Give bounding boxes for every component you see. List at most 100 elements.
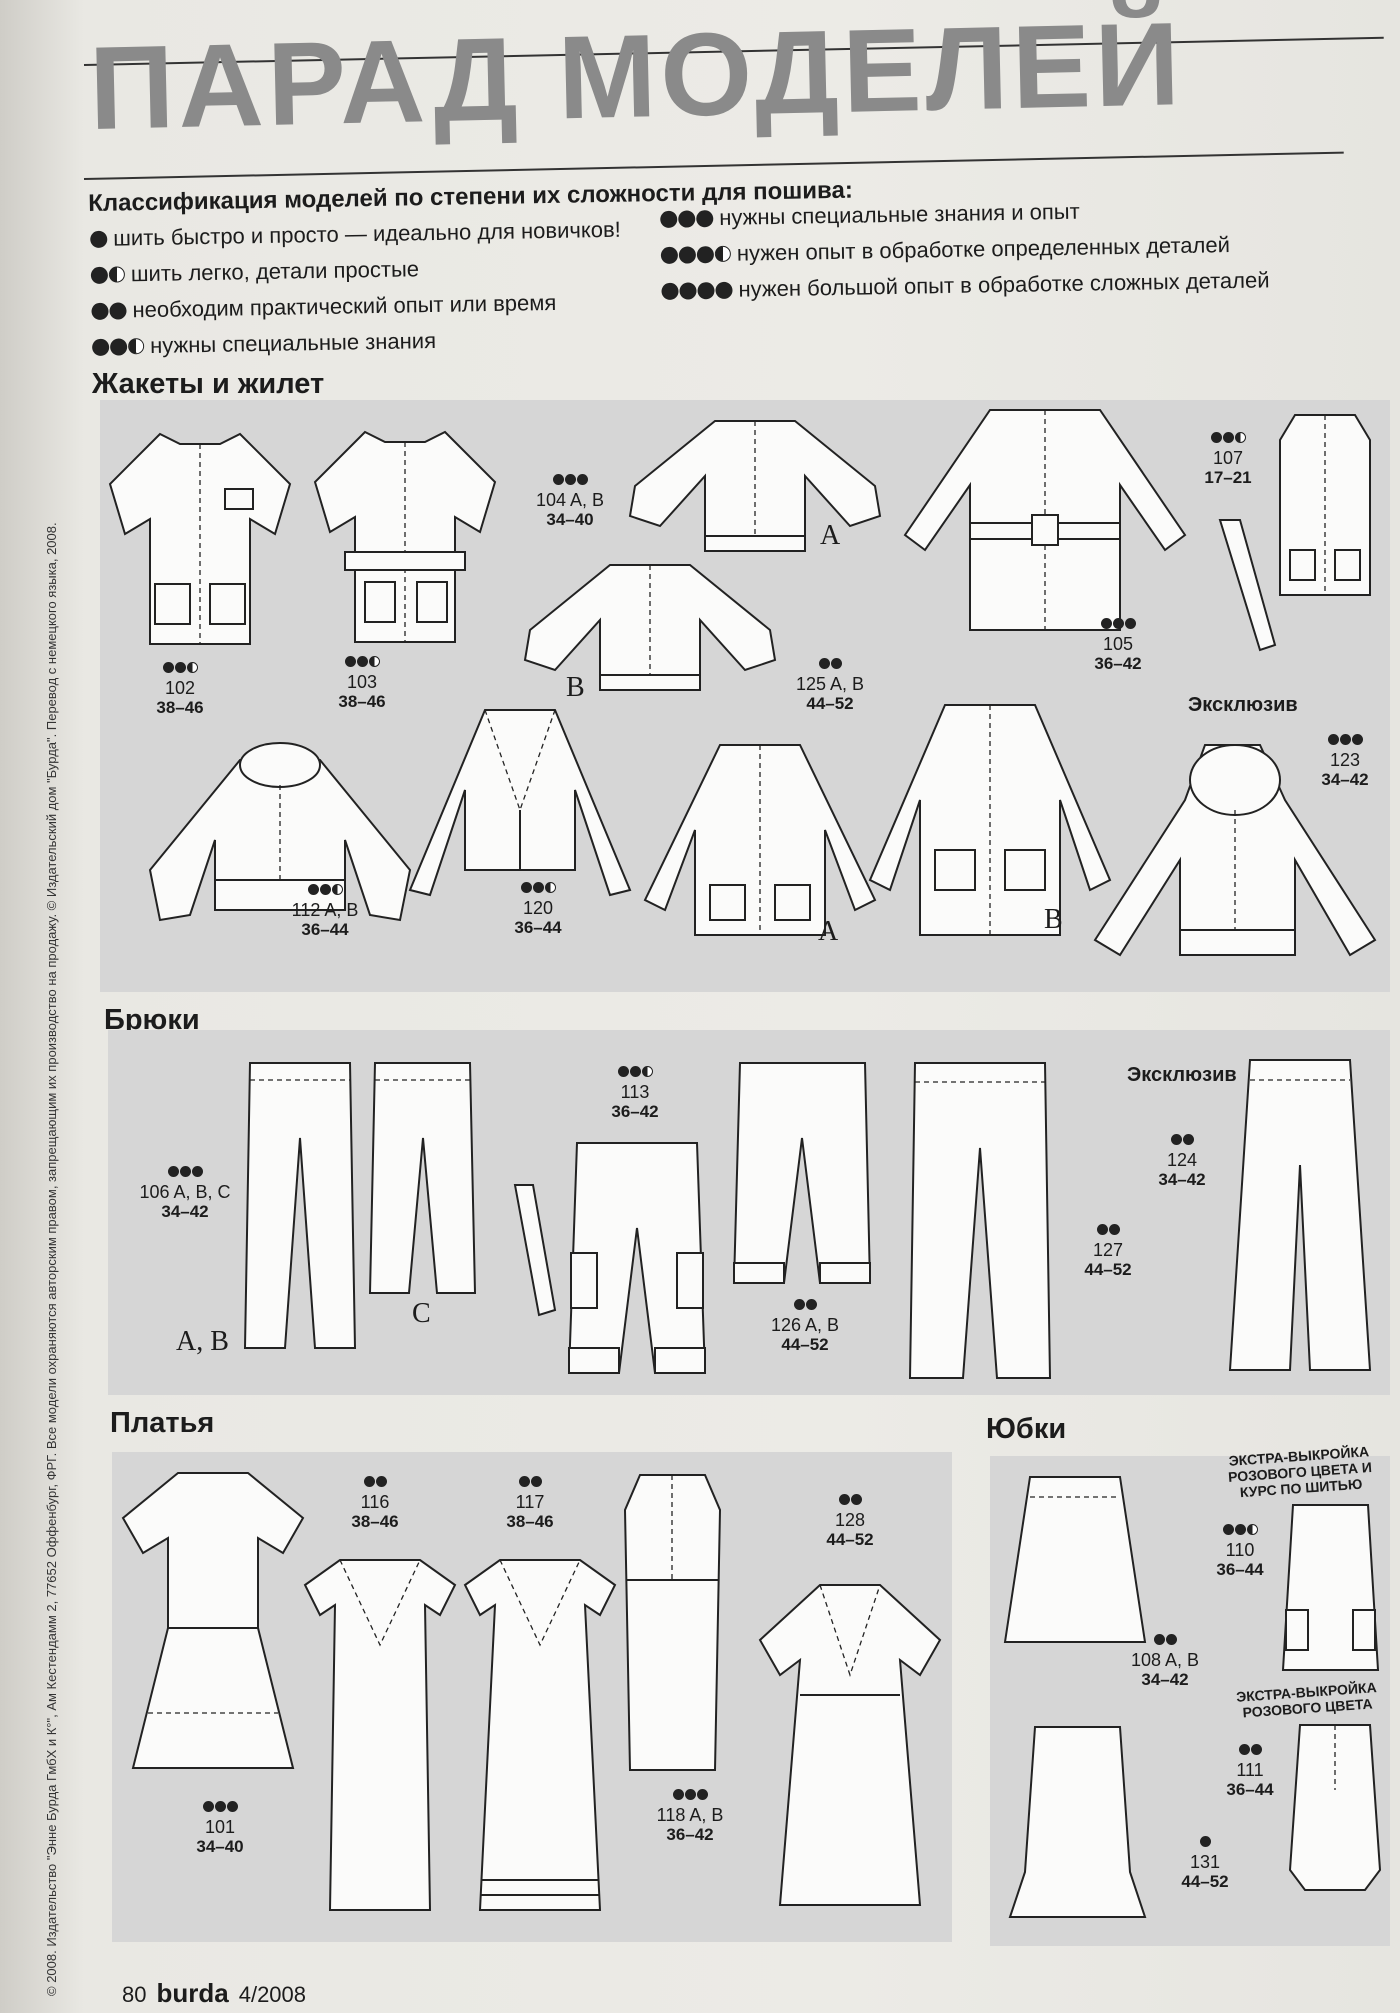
difficulty-dot-full bbox=[363, 1476, 375, 1487]
difficulty-dots bbox=[91, 301, 127, 320]
difficulty-dot-full bbox=[1234, 1524, 1246, 1535]
difficulty-dot-half bbox=[108, 265, 126, 283]
difficulty-dot-half bbox=[331, 884, 343, 895]
trousers-106c-sketch bbox=[368, 1062, 477, 1294]
model-number: 126 A, B bbox=[770, 1314, 840, 1335]
difficulty-dot-full bbox=[715, 281, 733, 299]
difficulty-dots bbox=[1210, 432, 1246, 443]
model-sizes: 36–44 bbox=[1226, 1780, 1274, 1800]
trousers-124-sketch bbox=[1228, 1059, 1372, 1371]
belt-113-sketch bbox=[513, 1184, 557, 1317]
legend-text: нужен опыт в обработке определенных дета… bbox=[736, 232, 1231, 266]
model-number: 127 bbox=[1092, 1239, 1124, 1260]
difficulty-dot-full bbox=[1096, 1224, 1108, 1235]
difficulty-dot-half bbox=[368, 656, 380, 667]
trousers-113-sketch bbox=[567, 1142, 707, 1374]
difficulty-dot-full bbox=[1199, 1836, 1211, 1847]
difficulty-dot-half bbox=[1246, 1524, 1258, 1535]
difficulty-dots bbox=[661, 281, 733, 300]
model-number: 118 A, B bbox=[656, 1804, 724, 1825]
model-sizes: 34–40 bbox=[196, 1837, 244, 1857]
model-number: 112 A, B bbox=[291, 899, 359, 920]
model-number: 117 bbox=[515, 1491, 545, 1512]
difficulty-dot-full bbox=[1238, 1744, 1250, 1755]
difficulty-dot-full bbox=[91, 338, 110, 356]
difficulty-dot-full bbox=[850, 1494, 862, 1505]
difficulty-dot-full bbox=[1222, 1524, 1234, 1535]
dress-118-sketch bbox=[623, 1474, 722, 1771]
difficulty-dot-full bbox=[319, 884, 331, 895]
difficulty-dot-full bbox=[672, 1789, 684, 1800]
difficulty-dot-full bbox=[629, 1066, 641, 1077]
difficulty-dots bbox=[363, 1476, 387, 1487]
difficulty-dots bbox=[660, 209, 714, 228]
difficulty-dot-full bbox=[1124, 618, 1136, 629]
brand-logo: burda bbox=[156, 1978, 229, 2008]
difficulty-dot-full bbox=[552, 474, 564, 485]
difficulty-dots bbox=[818, 658, 842, 669]
difficulty-dots bbox=[617, 1066, 653, 1077]
model-number: 123 bbox=[1329, 749, 1361, 770]
difficulty-dot-full bbox=[660, 210, 678, 228]
dress-116-sketch bbox=[303, 1559, 457, 1911]
legend-item: нужен опыт в обработке определенных дета… bbox=[660, 229, 1270, 270]
difficulty-dots bbox=[518, 1476, 542, 1487]
difficulty-dot-full bbox=[678, 209, 696, 228]
page-number: 80 bbox=[122, 1982, 147, 2007]
model-number: 105 bbox=[1102, 633, 1134, 654]
difficulty-dots bbox=[90, 265, 126, 284]
difficulty-dot-full bbox=[661, 282, 679, 300]
model-sizes: 17–21 bbox=[1204, 468, 1252, 488]
difficulty-dot-full bbox=[576, 474, 588, 485]
difficulty-dot-half bbox=[714, 245, 732, 262]
difficulty-dot-full bbox=[109, 301, 127, 320]
difficulty-dot-full bbox=[520, 882, 532, 893]
difficulty-dot-full bbox=[1100, 618, 1112, 629]
page-footer: 80 burda 4/2008 bbox=[122, 1978, 306, 2009]
difficulty-dot-full bbox=[1222, 432, 1234, 443]
difficulty-dot-full bbox=[226, 1801, 238, 1812]
difficulty-dot-full bbox=[356, 656, 368, 667]
difficulty-dot-full bbox=[191, 1166, 203, 1177]
difficulty-dots bbox=[344, 656, 380, 667]
skirt-108b-sketch bbox=[1008, 1726, 1147, 1918]
dress-117-sketch bbox=[463, 1559, 617, 1911]
vest-107-sketch bbox=[1279, 414, 1371, 596]
jacket-103-sketch bbox=[313, 430, 497, 643]
section-title-dresses: Платья bbox=[110, 1407, 215, 1439]
legend-text: нужны специальные знания и опыт bbox=[719, 198, 1080, 230]
difficulty-dots bbox=[1199, 1836, 1211, 1847]
difficulty-dot-half bbox=[127, 337, 145, 354]
model-number: 124 bbox=[1166, 1149, 1198, 1170]
exclusive-label: Эксклюзив bbox=[1188, 694, 1298, 716]
model-number: 102 bbox=[164, 677, 196, 698]
model-sizes: 38–46 bbox=[338, 692, 386, 712]
model-sizes: 34–42 bbox=[1141, 1670, 1189, 1690]
issue-number: 4/2008 bbox=[238, 1982, 307, 2007]
difficulty-dot-half bbox=[641, 1066, 653, 1077]
difficulty-dot-full bbox=[1351, 734, 1363, 745]
difficulty-dot-full bbox=[838, 1494, 850, 1505]
variant-letter: C bbox=[412, 1298, 431, 1329]
model-number: 107 bbox=[1212, 447, 1244, 468]
difficulty-dot-full bbox=[1112, 618, 1124, 629]
difficulty-dot-full bbox=[684, 1789, 696, 1800]
model-number: 113 bbox=[620, 1081, 650, 1102]
model-number: 108 A, B bbox=[1130, 1649, 1200, 1670]
difficulty-dot-full bbox=[660, 246, 679, 264]
difficulty-dot-full bbox=[1165, 1634, 1177, 1645]
legend-text: нужны специальные знания bbox=[149, 327, 437, 358]
difficulty-dots bbox=[167, 1166, 203, 1177]
legend-text: необходим практический опыт или время bbox=[132, 289, 557, 323]
model-sizes: 36–42 bbox=[611, 1102, 659, 1122]
model-sizes: 34–42 bbox=[1158, 1170, 1206, 1190]
model-number: 111 bbox=[1236, 1759, 1264, 1780]
